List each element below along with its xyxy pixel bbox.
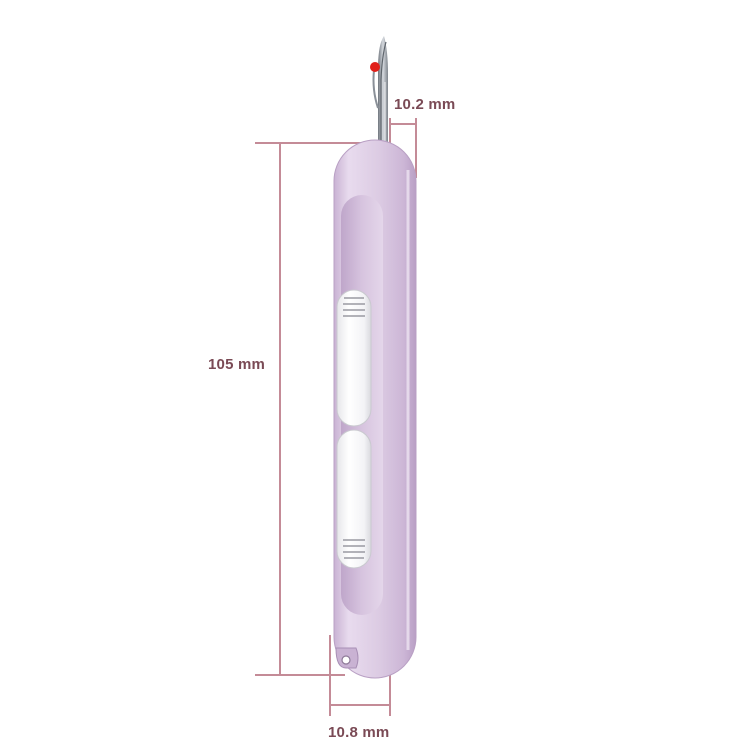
bottom-width-dimension-label: 10.8 mm: [328, 724, 390, 741]
upper-slider-button: [336, 289, 372, 427]
ripper-blade: [372, 36, 388, 150]
bottom-loop: [335, 647, 359, 669]
length-dimension-label: 105 mm: [208, 356, 266, 373]
lower-slider-button: [336, 429, 372, 569]
top-width-dimension-label: 10.2 mm: [394, 96, 456, 113]
ripper-ball-tip: [370, 62, 380, 72]
